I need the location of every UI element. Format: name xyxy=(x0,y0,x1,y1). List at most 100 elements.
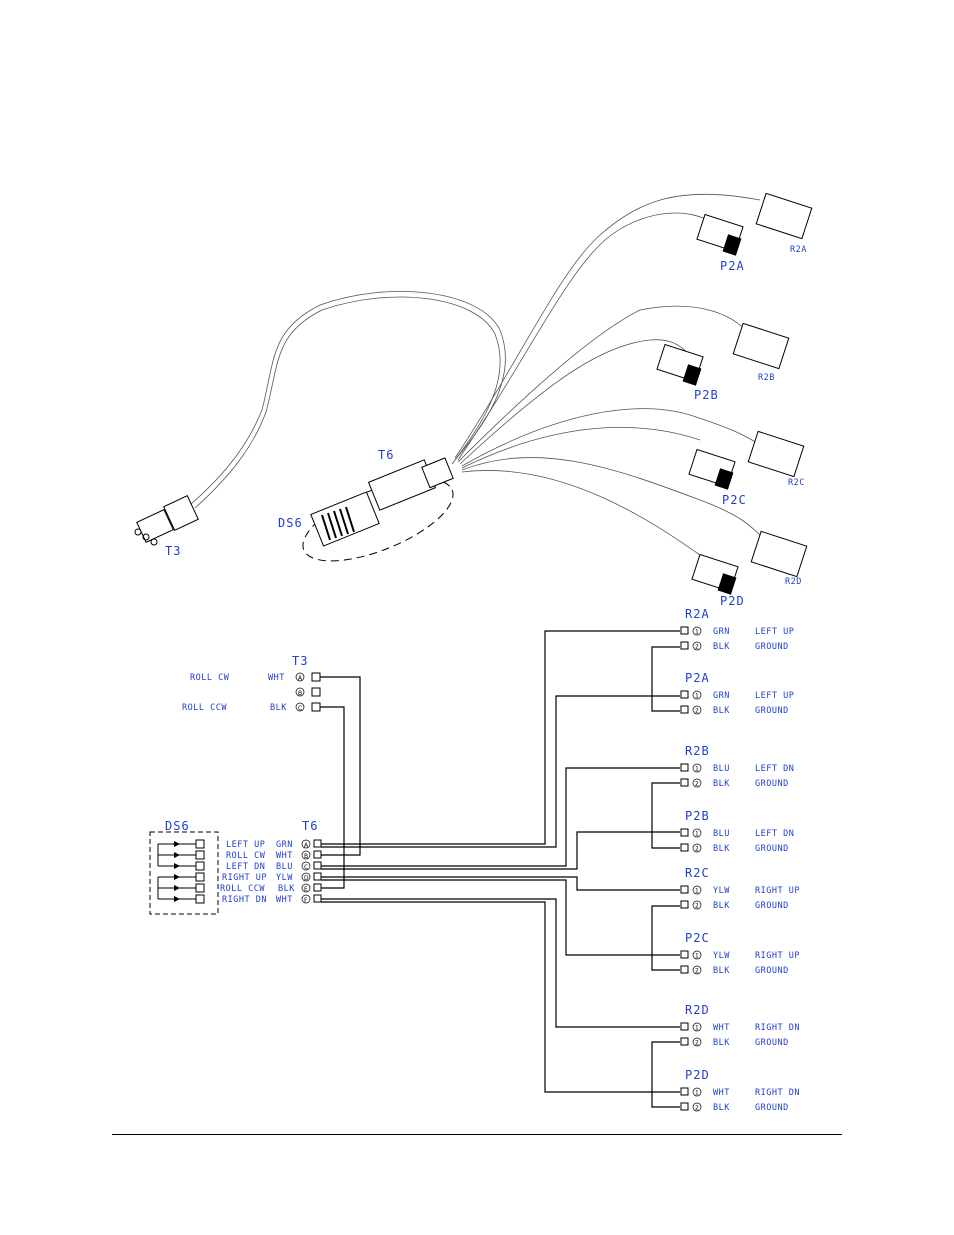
pin-circle xyxy=(692,950,702,960)
t6-pin-id: C xyxy=(304,864,308,871)
pin-signal: GROUND xyxy=(755,844,789,854)
pin-circle xyxy=(692,1102,702,1112)
pin-circle xyxy=(692,1037,702,1047)
wires xyxy=(320,630,680,1108)
t3-pin-color: WHT xyxy=(268,673,285,683)
t3-pin-id: A xyxy=(298,675,303,682)
pin-color: BLK xyxy=(713,844,730,854)
t6-pin-color: YLW xyxy=(276,873,293,883)
pin-terminal xyxy=(680,900,689,909)
t6-pin-row: LEFT UP GRN A xyxy=(226,839,322,850)
pin-circle xyxy=(692,828,702,838)
t6-block: T6 LEFT UP GRN A ROLL CW WHT B LEFT DN B… xyxy=(220,819,322,905)
pin-terminal xyxy=(680,828,689,837)
pin-id: 2 xyxy=(695,846,699,853)
pin-color: BLU xyxy=(713,829,730,839)
schematic: T3 ROLL CW WHT A B ROLL CCW BLK C xyxy=(149,630,680,1108)
t6-pin-id: E xyxy=(304,886,308,893)
pin-signal: LEFT DN xyxy=(755,764,794,774)
pin-color: BLK xyxy=(713,642,730,652)
connector-p2b: P2B 1 BLU LEFT DN 2 BLK GROUND xyxy=(680,809,794,854)
pin-terminal xyxy=(680,1022,689,1031)
t6-connector-drawing xyxy=(302,457,454,562)
t6-pin-signal: LEFT UP xyxy=(226,840,265,850)
pin-circle xyxy=(692,843,702,853)
t3-block: T3 ROLL CW WHT A B ROLL CCW BLK C xyxy=(182,654,321,713)
pin-color: BLK xyxy=(713,706,730,716)
pin-id: 1 xyxy=(695,1090,699,1097)
pin-signal: LEFT UP xyxy=(755,627,794,637)
pin-terminal xyxy=(680,885,689,894)
p2a-illustration-label: P2A xyxy=(720,259,745,273)
t3-illustration-label: T3 xyxy=(165,544,181,558)
pin-color: GRN xyxy=(713,691,730,701)
pin-signal: GROUND xyxy=(755,966,789,976)
pin-id: 1 xyxy=(695,888,699,895)
pin-terminal xyxy=(680,843,689,852)
pin-circle xyxy=(692,705,702,715)
pin-signal: GROUND xyxy=(755,1103,789,1113)
p2d-illustration-label: P2D xyxy=(720,594,745,608)
pin-signal: GROUND xyxy=(755,706,789,716)
t6-pin-signal: LEFT DN xyxy=(226,862,265,872)
t6-title: T6 xyxy=(302,819,318,833)
pin-signal: GROUND xyxy=(755,1038,789,1048)
pin-color: YLW xyxy=(713,886,730,896)
pin-color: GRN xyxy=(713,627,730,637)
pin-id: 2 xyxy=(695,968,699,975)
pin-id: 2 xyxy=(695,781,699,788)
pin-color: WHT xyxy=(713,1088,730,1098)
pin-terminal xyxy=(680,965,689,974)
t6-pin-id: B xyxy=(304,853,308,860)
r2a-connector-drawing xyxy=(696,192,813,256)
t6-pin-color: BLU xyxy=(276,862,293,872)
pin-circle xyxy=(692,641,702,651)
t6-pin-signal: RIGHT UP xyxy=(222,873,267,883)
pin-circle xyxy=(692,626,702,636)
r2d-illustration-label: R2D xyxy=(785,577,802,587)
pin-circle xyxy=(692,1087,702,1097)
t3-title: T3 xyxy=(292,654,308,668)
pin-color: BLK xyxy=(713,1038,730,1048)
t6-pin-color: BLK xyxy=(278,884,295,894)
pin-signal: RIGHT DN xyxy=(755,1023,800,1033)
pin-terminal xyxy=(680,763,689,772)
pin-terminal xyxy=(680,1102,689,1111)
pin-signal: LEFT DN xyxy=(755,829,794,839)
harness-illustration: T3 T6 DS6 R2A P2A R2B P2B R2C P2C R2D P2… xyxy=(134,192,813,608)
connector-title: R2B xyxy=(685,744,710,758)
t6-pin-row: RIGHT DN WHT F xyxy=(222,894,322,905)
pin-id: 1 xyxy=(695,693,699,700)
p2b-illustration-label: P2B xyxy=(694,388,719,402)
t6-pin-id: A xyxy=(304,842,309,849)
t6-pin-row: ROLL CCW BLK E xyxy=(220,883,322,894)
t3-pin-id: C xyxy=(298,705,302,712)
ds6-title: DS6 xyxy=(165,819,190,833)
pin-terminal xyxy=(680,950,689,959)
pin-signal: GROUND xyxy=(755,779,789,789)
t6-pin-id: F xyxy=(304,897,308,904)
t6-illustration-label: T6 xyxy=(378,448,394,462)
ds6-block: DS6 xyxy=(149,819,219,915)
pin-terminal xyxy=(680,1087,689,1096)
r2b-connector-drawing xyxy=(656,322,790,386)
ds6-illustration-label: DS6 xyxy=(278,516,303,530)
t3-pin-signal: ROLL CCW xyxy=(182,703,227,713)
pin-circle xyxy=(692,965,702,975)
t6-pin-row: ROLL CW WHT B xyxy=(226,850,322,861)
r2d-connector-drawing xyxy=(691,530,808,595)
pin-signal: GROUND xyxy=(755,901,789,911)
t6-pin-color: WHT xyxy=(276,895,293,905)
pin-terminal xyxy=(680,1037,689,1046)
pin-id: 1 xyxy=(695,831,699,838)
t6-pin-signal: RIGHT DN xyxy=(222,895,267,905)
pin-terminal xyxy=(680,626,689,635)
connector-title: P2B xyxy=(685,809,710,823)
t3-connector-drawing xyxy=(134,495,199,546)
